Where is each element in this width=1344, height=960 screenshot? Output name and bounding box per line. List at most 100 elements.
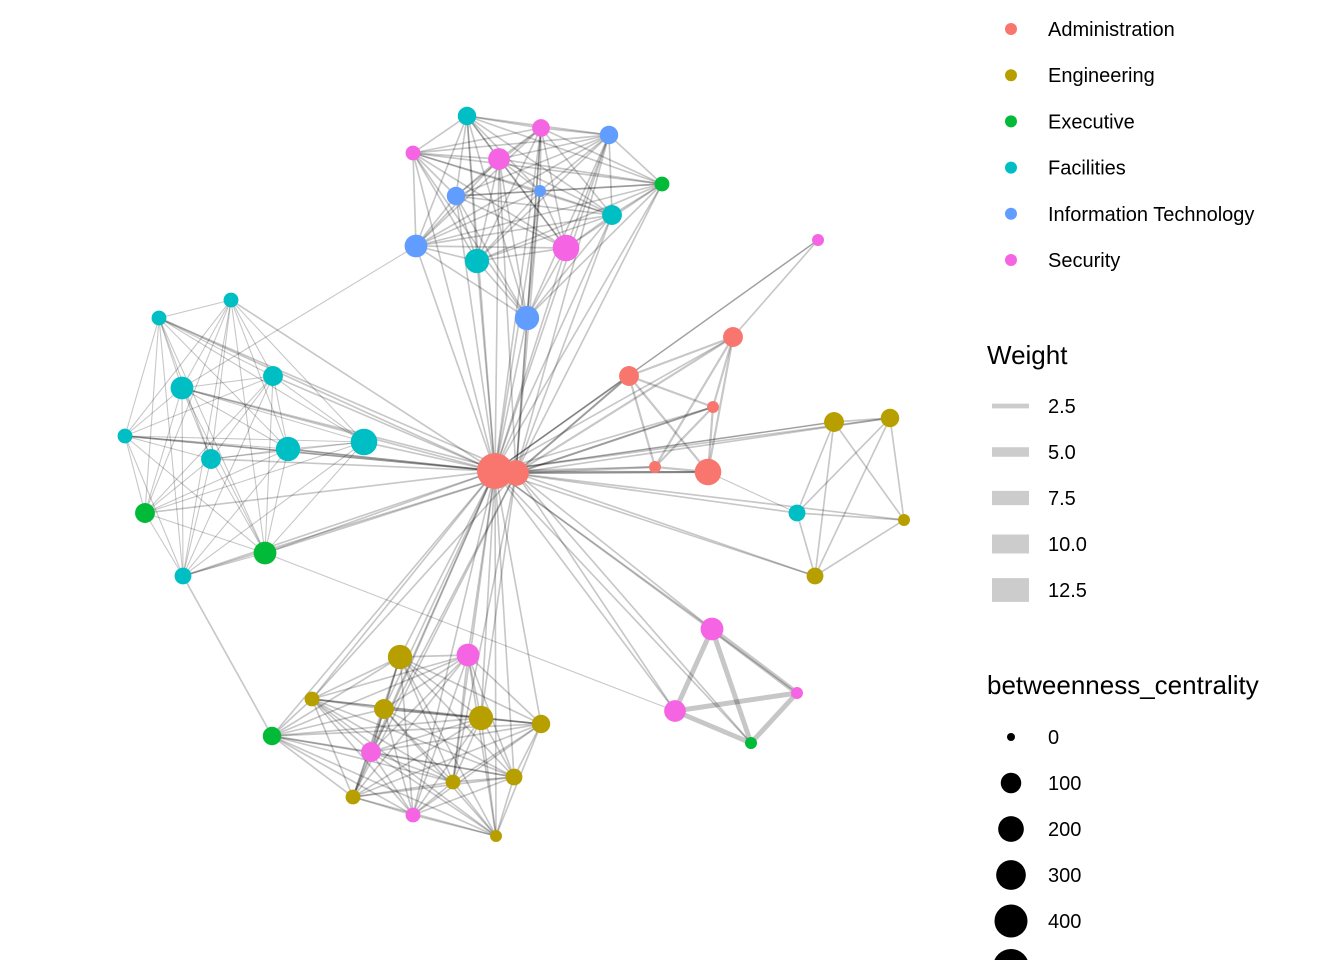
nodes-layer <box>117 106 910 842</box>
edge <box>494 421 835 472</box>
node-security[interactable] <box>700 617 724 641</box>
legend-weight: 2.55.07.510.012.5 <box>992 396 1087 602</box>
node-executive[interactable] <box>253 541 277 565</box>
node-security[interactable] <box>456 643 480 667</box>
edge <box>412 115 468 154</box>
edge <box>311 656 401 700</box>
node-engineering[interactable] <box>468 705 494 731</box>
node-security[interactable] <box>488 148 510 170</box>
node-engineering[interactable] <box>898 514 910 526</box>
node-executive[interactable] <box>745 737 757 749</box>
node-security[interactable] <box>791 687 803 699</box>
edge <box>796 417 891 514</box>
node-executive[interactable] <box>262 726 282 746</box>
node-facilities[interactable] <box>602 205 622 225</box>
edge <box>182 375 274 577</box>
edge <box>494 470 515 778</box>
edge <box>412 152 613 216</box>
edge <box>476 134 610 262</box>
edge <box>383 708 542 725</box>
node-security[interactable] <box>405 145 421 161</box>
edge <box>539 190 613 216</box>
node-facilities[interactable] <box>151 310 167 326</box>
node-security[interactable] <box>361 742 381 762</box>
legend-label: Information Technology <box>1048 204 1254 226</box>
node-facilities[interactable] <box>174 567 192 585</box>
legend-key-icon <box>1005 254 1017 266</box>
node-administration[interactable] <box>649 461 661 473</box>
edge <box>271 735 372 753</box>
edge <box>399 470 496 658</box>
node-administration[interactable] <box>707 401 719 413</box>
node-administration[interactable] <box>503 460 529 486</box>
edge <box>124 299 232 437</box>
node-security[interactable] <box>552 234 580 262</box>
edge <box>399 656 414 816</box>
edge <box>124 435 212 460</box>
node-information-technology[interactable] <box>404 234 428 258</box>
edge <box>271 735 497 837</box>
node-engineering[interactable] <box>345 789 361 805</box>
edge <box>399 656 454 783</box>
edge <box>539 134 610 192</box>
node-facilities[interactable] <box>117 428 133 444</box>
node-engineering[interactable] <box>387 644 413 670</box>
edge <box>158 299 232 319</box>
edge <box>515 405 714 475</box>
edge <box>181 387 517 474</box>
node-facilities[interactable] <box>464 248 490 274</box>
node-engineering[interactable] <box>531 714 551 734</box>
edge <box>466 115 567 249</box>
edge <box>452 472 517 783</box>
node-executive[interactable] <box>135 503 155 523</box>
edge <box>494 417 891 472</box>
edge <box>526 214 613 319</box>
edge <box>476 190 541 262</box>
edge <box>515 375 630 474</box>
node-information-technology[interactable] <box>446 186 466 206</box>
edge <box>494 375 630 472</box>
node-facilities[interactable] <box>275 436 301 462</box>
legend-label: Administration <box>1048 19 1175 41</box>
node-security[interactable] <box>664 700 686 722</box>
edge <box>311 698 372 753</box>
node-security[interactable] <box>532 119 550 137</box>
edge <box>352 656 401 798</box>
node-engineering[interactable] <box>505 768 523 786</box>
node-executive[interactable] <box>654 176 670 192</box>
node-facilities[interactable] <box>788 504 806 522</box>
node-facilities[interactable] <box>201 449 221 469</box>
node-facilities[interactable] <box>170 376 194 400</box>
edge <box>466 115 528 319</box>
edge <box>480 472 517 719</box>
node-facilities[interactable] <box>457 106 477 126</box>
edge <box>124 375 274 437</box>
node-facilities[interactable] <box>223 292 239 308</box>
legend-size-key <box>998 816 1024 842</box>
node-engineering[interactable] <box>490 830 502 842</box>
node-administration[interactable] <box>619 366 639 386</box>
node-engineering[interactable] <box>806 567 824 585</box>
node-security[interactable] <box>812 234 824 246</box>
edge <box>515 470 709 475</box>
node-administration[interactable] <box>477 453 513 489</box>
node-information-technology[interactable] <box>514 305 540 331</box>
node-engineering[interactable] <box>880 408 900 428</box>
node-security[interactable] <box>405 807 421 823</box>
edge <box>412 127 542 154</box>
node-engineering[interactable] <box>374 699 394 719</box>
node-information-technology[interactable] <box>534 185 546 197</box>
edge <box>370 751 515 778</box>
node-administration[interactable] <box>694 458 722 486</box>
node-administration[interactable] <box>723 327 743 347</box>
node-information-technology[interactable] <box>599 125 619 145</box>
edge <box>383 708 414 816</box>
legend-label: Security <box>1048 250 1120 272</box>
node-facilities[interactable] <box>263 366 283 386</box>
node-engineering[interactable] <box>824 412 844 432</box>
node-facilities[interactable] <box>350 428 378 456</box>
edge <box>271 654 469 737</box>
node-engineering[interactable] <box>304 691 320 707</box>
node-engineering[interactable] <box>445 774 461 790</box>
edges-layer <box>124 115 905 837</box>
